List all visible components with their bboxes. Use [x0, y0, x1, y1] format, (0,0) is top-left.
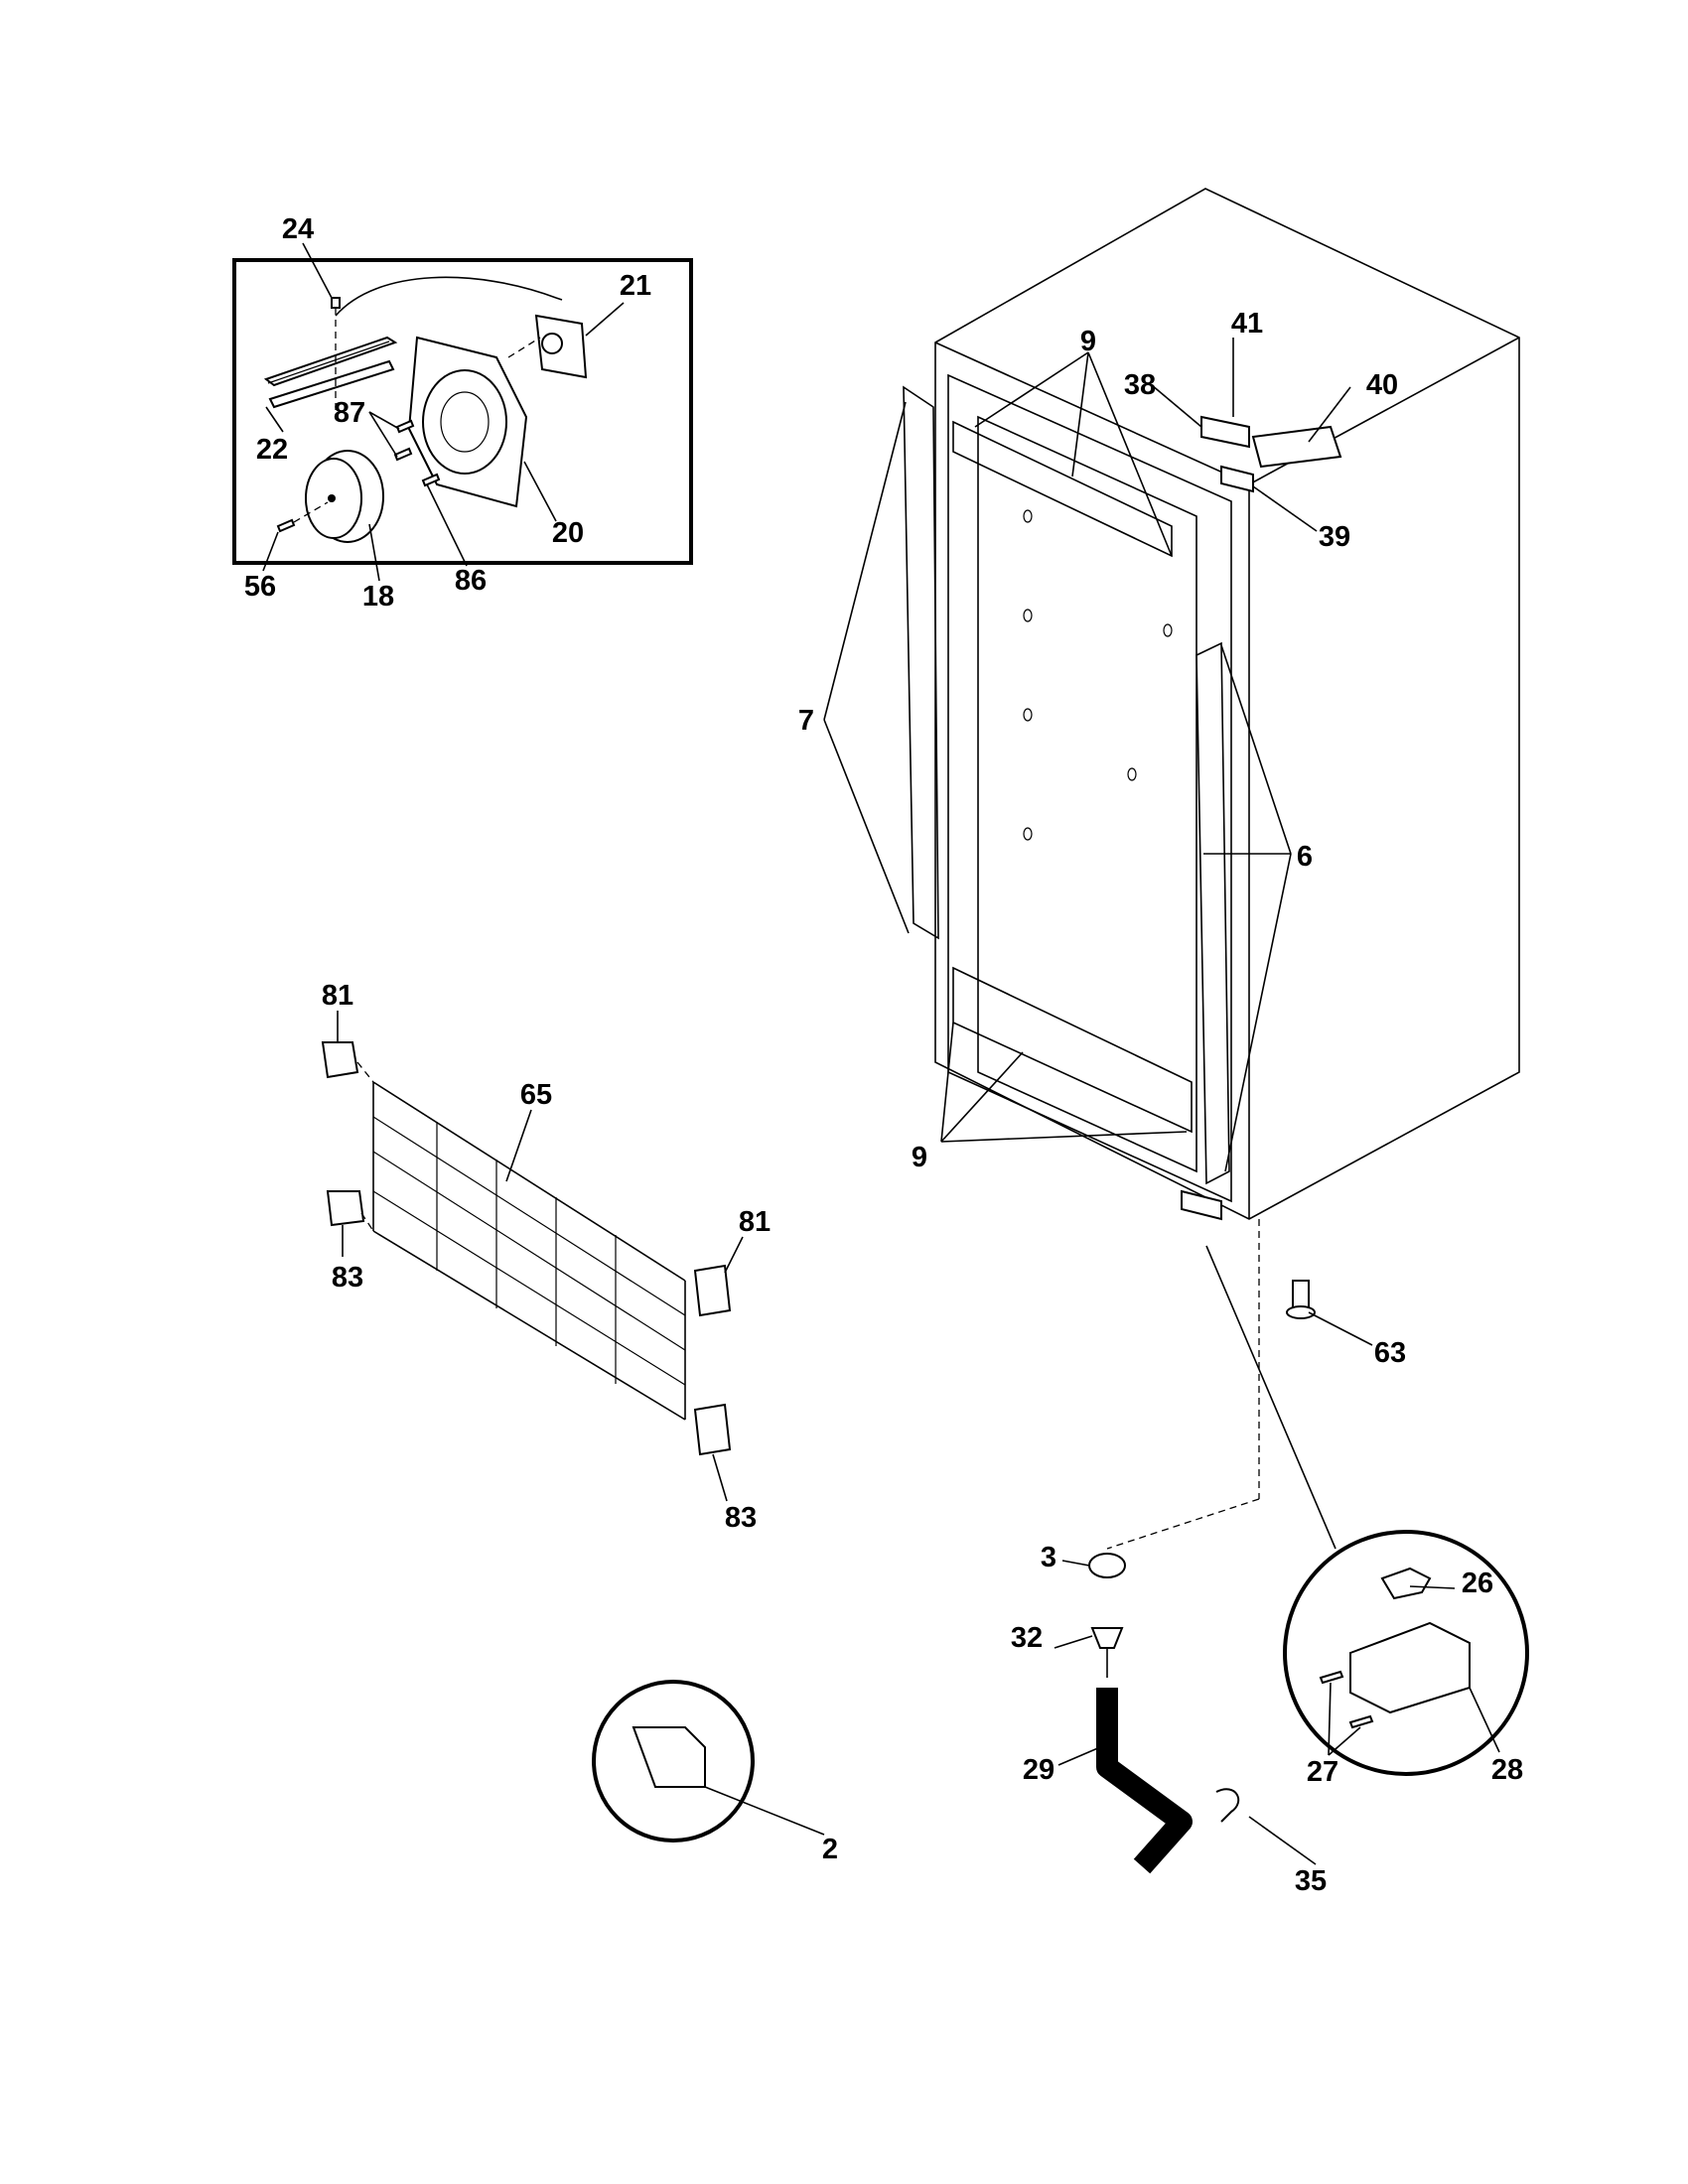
hinge-cover-40 [1251, 425, 1342, 469]
callout-label: 86 [455, 565, 487, 597]
callout-label: 41 [1231, 308, 1263, 340]
hinge-bracket [1349, 1621, 1471, 1714]
shroud-opening [422, 369, 507, 475]
callout-label: 81 [322, 980, 353, 1012]
screw-24 [331, 297, 341, 309]
callout-label: 26 [1462, 1568, 1493, 1599]
motor-wire [335, 276, 563, 317]
callout-label: 32 [1011, 1622, 1043, 1654]
callout-label: 28 [1491, 1754, 1523, 1786]
fan-motor-inset [232, 258, 693, 565]
breaker-bottom [952, 966, 1193, 1134]
heater-strip [263, 336, 398, 409]
screw-87a [395, 419, 415, 434]
callout-label: 40 [1366, 369, 1398, 401]
shelf-support-81-right [693, 1264, 732, 1317]
screw-56 [276, 518, 296, 533]
wire-shelf [321, 1041, 732, 1456]
shelf-support-83-right [693, 1403, 732, 1456]
cabinet-outline [934, 188, 1520, 1220]
gasket-right [1196, 641, 1230, 1185]
detail-leader [1205, 1245, 1336, 1550]
hinge-38 [1200, 415, 1250, 449]
fitting-detail-circle [592, 1680, 755, 1843]
inset-frame [232, 258, 693, 565]
callout-label: 3 [1041, 1542, 1056, 1573]
hose-clamp [1215, 1788, 1240, 1823]
callout-label: 56 [244, 571, 276, 603]
callout-label: 81 [739, 1206, 771, 1238]
callout-label: 83 [332, 1262, 363, 1294]
callout-label: 9 [912, 1142, 927, 1173]
callout-label: 22 [256, 434, 288, 466]
callout-label: 6 [1297, 841, 1313, 873]
shelf-support-83-left [326, 1190, 365, 1227]
callout-label: 2 [822, 1834, 838, 1865]
callout-label: 20 [552, 517, 584, 549]
callout-label: 38 [1124, 369, 1156, 401]
callout-label: 24 [282, 213, 314, 245]
callout-labels: 24 21 87 22 20 56 18 86 9 41 38 40 39 7 … [244, 213, 1523, 1897]
freezer-cabinet [903, 188, 1520, 1550]
callout-label: 63 [1374, 1337, 1406, 1369]
callout-label: 9 [1080, 326, 1096, 357]
drain-hose [1096, 1688, 1193, 1874]
gasket-left [903, 385, 939, 940]
screw-87b [393, 447, 413, 462]
callout-label: 29 [1023, 1754, 1055, 1786]
drain-assembly [592, 1245, 1529, 1874]
callout-label: 87 [334, 397, 365, 429]
callout-label: 7 [798, 705, 814, 737]
callout-label: 27 [1307, 1756, 1338, 1788]
leader-lines [262, 242, 1500, 1865]
bottom-hinge [1181, 1189, 1222, 1221]
fitting [632, 1726, 706, 1788]
shelf-support-81-left [321, 1041, 359, 1079]
drain-plug [1088, 1553, 1126, 1578]
callout-label: 39 [1319, 521, 1350, 553]
drain-fitting [1090, 1627, 1124, 1649]
breaker-top [952, 420, 1173, 558]
callout-label: 35 [1295, 1865, 1327, 1897]
callout-label: 65 [520, 1079, 552, 1111]
callout-label: 83 [725, 1502, 757, 1534]
hinge-bushing [1380, 1567, 1432, 1600]
callout-label: 21 [620, 270, 651, 302]
callout-label: 18 [362, 581, 394, 613]
screw-86 [421, 473, 441, 487]
hinge-detail-circle [1283, 1530, 1529, 1776]
